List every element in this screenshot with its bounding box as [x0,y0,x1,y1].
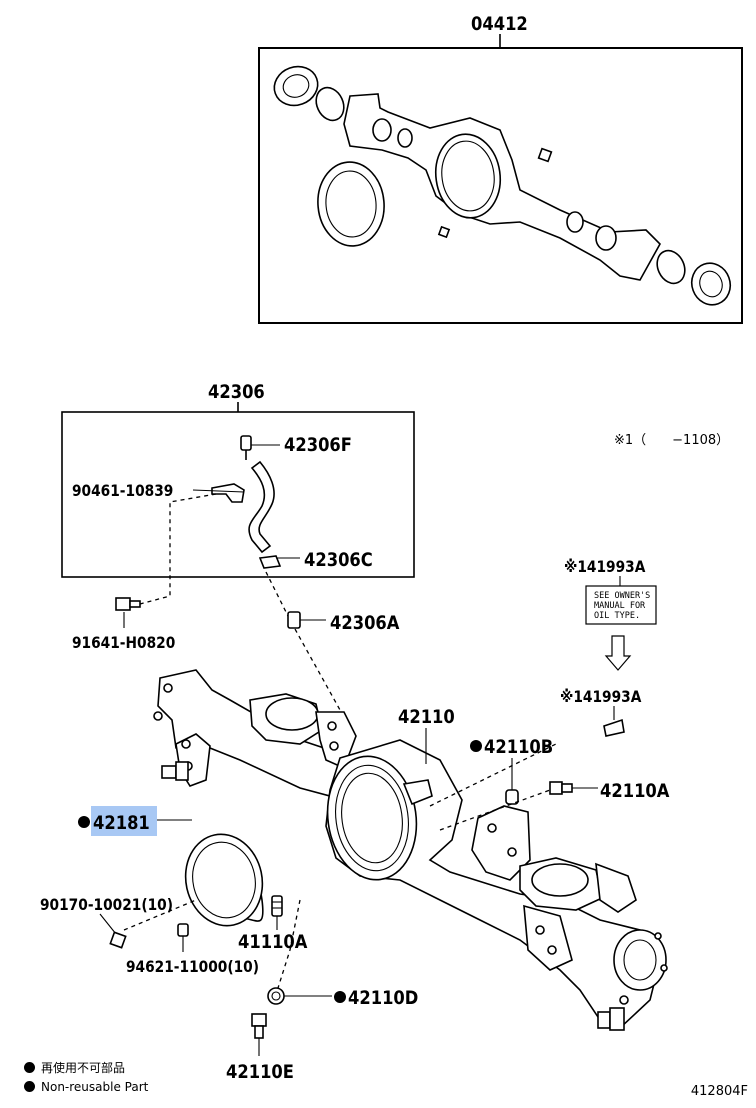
non-reusable-dot-42110D [334,991,346,1003]
label-41993A-bottom[interactable]: ※141993A [560,687,642,706]
label-42110A[interactable]: 42110A [600,781,670,802]
label-91641-H0820[interactable]: 91641-H0820 [72,633,175,652]
legend-line-jp: 再使用不可部品 [24,1060,125,1076]
caution-line-3: OIL TYPE. [594,611,640,621]
stud-41110A-icon [271,895,283,917]
label-42110E[interactable]: 42110E [226,1062,294,1083]
legend-text-en: Non-reusable Part [41,1080,149,1094]
label-42306A[interactable]: 42306A [330,613,400,634]
union-42306A-icon [287,611,301,629]
label-90461-10839[interactable]: 90461-10839 [72,481,173,500]
non-reusable-dot-42181 [78,816,90,828]
gasket-42110D-icon [267,987,285,1005]
label-42110B[interactable]: 42110B [484,737,553,758]
note-text: ※1（ −1108） [614,433,729,448]
label-94621-11000[interactable]: 94621-11000(10) [126,957,259,976]
label-42306C[interactable]: 42306C [304,550,373,571]
legend-dot-icon [24,1062,35,1073]
legend-dot-icon [24,1081,35,1092]
label-42306F[interactable]: 42306F [284,435,352,456]
gasket-42181-illustration [184,833,264,927]
label-42181[interactable]: 42181 [93,813,150,834]
label-90170-10021[interactable]: 90170-10021(10) [40,895,173,914]
kit-label[interactable]: 04412 [471,14,528,35]
kit-parts-illustration [273,65,732,306]
caution-line-1: SEE OWNER'S [594,591,650,601]
legend-text-jp: 再使用不可部品 [41,1061,126,1075]
label-42110D[interactable]: 42110D [348,988,418,1009]
axle-housing-illustration [153,669,668,1031]
bolt-91641-icon [115,597,141,611]
caution-line-2: MANUAL FOR [594,601,646,611]
group-label[interactable]: 42306 [208,382,265,403]
kit-box [258,47,743,324]
plug-42110E-icon [251,1013,267,1039]
breather-group-box [61,411,415,578]
label-41110A[interactable]: 41110A [238,932,308,953]
breather-hose-illustration [211,435,282,569]
legend-line-en: Non-reusable Part [24,1079,148,1095]
drain-plug-42110A-icon [549,781,573,795]
non-reusable-dot-42110B [470,740,482,752]
oil-caution-label [585,585,657,625]
down-arrow-icon [604,635,632,671]
diagram-code: 412804F [690,1084,748,1099]
label-41993A-top[interactable]: ※141993A [564,557,646,576]
label-42181-highlight [91,806,157,836]
label-42110[interactable]: 42110 [398,707,455,728]
